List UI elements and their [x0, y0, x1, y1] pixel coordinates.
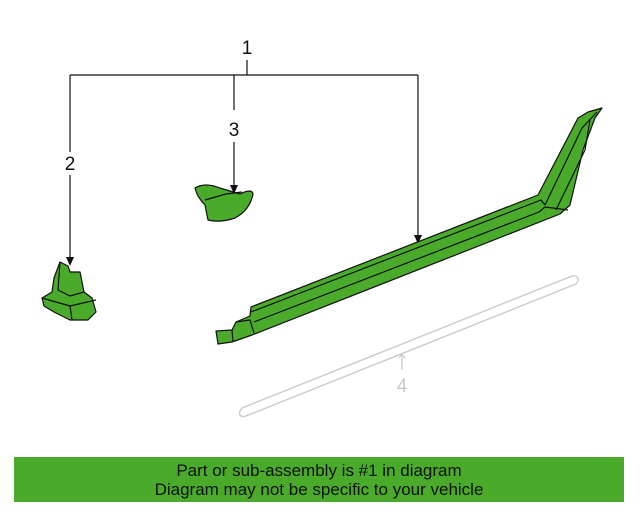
part-3-bracket[interactable]: [194, 184, 254, 222]
banner-line-2: Diagram may not be specific to your vehi…: [154, 480, 484, 499]
disclaimer-banner: Part or sub-assembly is #1 in diagram Di…: [14, 457, 624, 502]
part-4-molding[interactable]: [238, 275, 579, 418]
part-1-rocker-panel[interactable]: [215, 107, 603, 345]
callout-3[interactable]: 3: [229, 120, 240, 141]
callout-4[interactable]: 4: [397, 376, 408, 397]
callout-1-leaders: [69, 60, 419, 262]
callout-2[interactable]: 2: [65, 154, 76, 175]
banner-line-1: Part or sub-assembly is #1 in diagram: [176, 461, 462, 480]
part-2-bracket[interactable]: [41, 261, 97, 321]
callout-1[interactable]: 1: [242, 38, 253, 59]
arrowheads: [66, 185, 422, 266]
